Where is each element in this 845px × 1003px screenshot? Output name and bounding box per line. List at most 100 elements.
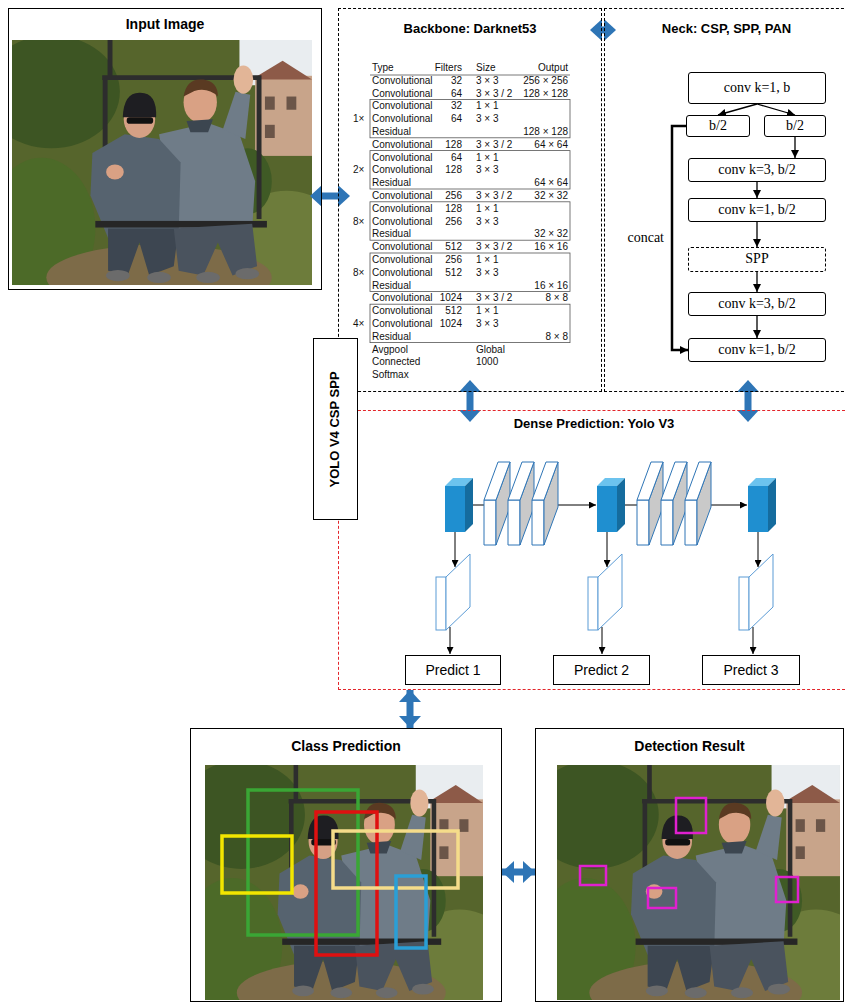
table-cell: 512 [445, 241, 462, 254]
repeat-count: 1× [353, 113, 364, 126]
table-cell: Filters [435, 62, 462, 75]
feature-map [436, 554, 470, 630]
table-cell: 256 × 256 [523, 75, 568, 88]
edge-label: concat [625, 230, 666, 246]
detection-box [776, 877, 798, 902]
table-cell: Convolutional [372, 216, 433, 229]
flow-line [758, 532, 759, 567]
table-cell: Size [476, 62, 495, 75]
neck-arrow [756, 222, 757, 247]
block-label: conv k=1, b [724, 80, 791, 96]
flow-line [450, 627, 451, 654]
table-cell: Global [476, 344, 505, 357]
class-photo [178, 760, 514, 1003]
block-label: Predict 2 [574, 662, 629, 678]
table-cell: 32 × 32 [534, 228, 568, 241]
block-label: Predict 1 [425, 662, 480, 678]
table-cell: Convolutional [372, 203, 433, 216]
table-cell: 32 [451, 75, 462, 88]
conv-block: conv k=1, b [688, 72, 826, 104]
table-cell: 1 × 1 [476, 100, 499, 113]
repeat-count: 8× [353, 216, 364, 229]
class-box [316, 812, 377, 955]
table-cell: 256 [445, 190, 462, 203]
flow-arrow [502, 869, 535, 876]
table-cell: Convolutional [372, 113, 433, 126]
table-cell: 256 [445, 216, 462, 229]
predict-box: Predict 2 [553, 655, 650, 685]
table-cell: 128 [445, 203, 462, 216]
neck-arrow [756, 182, 757, 198]
table-cell: 8 × 8 [545, 331, 568, 344]
table-cell: 16 × 16 [534, 280, 568, 293]
table-cell: Residual [372, 280, 411, 293]
table-cell: 3 × 3 / 2 [476, 241, 512, 254]
panel-title: Detection Result [536, 738, 843, 754]
table-cell: Type [372, 62, 394, 75]
conv-block: conv k=3, b/2 [688, 292, 826, 316]
table-cell: 64 [451, 113, 462, 126]
yolo-head-figure [436, 462, 776, 654]
flow-line [607, 532, 608, 567]
table-cell: 1 × 1 [476, 305, 499, 318]
conv-block: conv k=1, b/2 [688, 198, 826, 222]
flow-line [455, 532, 456, 567]
predict-box: Predict 3 [702, 655, 800, 685]
table-cell: 1024 [440, 318, 462, 331]
table-cell: 1024 [440, 292, 462, 305]
table-cell: Avgpool [372, 344, 408, 357]
residual-block [370, 253, 570, 291]
table-cell: Convolutional [372, 75, 433, 88]
flow-arrow [322, 193, 338, 200]
table-cell: 3 × 3 / 2 [476, 139, 512, 152]
class-boxes [222, 790, 458, 955]
class-box [396, 876, 426, 948]
table-cell: Convolutional [372, 190, 433, 203]
block-label: Predict 3 [723, 662, 778, 678]
block-label: conv k=3, b/2 [718, 162, 796, 178]
table-cell: 128 × 128 [523, 126, 568, 139]
block-label: b/2 [709, 118, 727, 134]
detection-box [648, 888, 676, 908]
residual-block [370, 99, 570, 137]
layer-slab [532, 462, 558, 545]
image-panel: Input Image [8, 8, 322, 290]
table-cell: 3 × 3 [476, 267, 499, 280]
table-cell: 32 × 32 [534, 190, 568, 203]
table-cell: Convolutional [372, 267, 433, 280]
table-cell: 3 × 3 [476, 164, 499, 177]
backbone-table-lines [370, 75, 570, 343]
table-cell: Convolutional [372, 305, 433, 318]
table-cell: 3 × 3 / 2 [476, 88, 512, 101]
detection-box [676, 798, 706, 833]
neck-panel: Neck: CSP, SPP, PANconv k=1, bb/2b/2conv… [604, 8, 845, 392]
block-label: conv k=1, b/2 [718, 202, 796, 218]
table-cell: 64 × 64 [534, 177, 568, 190]
table-cell: 3 × 3 [476, 75, 499, 88]
result-panel: Class Prediction [190, 728, 502, 1002]
neck-arrow [672, 126, 688, 350]
panel-title: Backbone: Darknet53 [339, 22, 601, 37]
table-cell: 128 [445, 139, 462, 152]
table-cell: Convolutional [372, 241, 433, 254]
flow-line [753, 627, 754, 654]
flow-arrow [745, 392, 752, 410]
flow-arrow [407, 690, 414, 728]
conv-block: conv k=3, b/2 [688, 158, 826, 182]
table-cell: 1 × 1 [476, 152, 499, 165]
residual-block [370, 151, 570, 189]
detection-boxes [580, 798, 798, 908]
table-cell: Residual [372, 126, 411, 139]
feature-cube [748, 478, 776, 532]
layer-slab [685, 462, 711, 545]
table-cell: 3 × 3 [476, 216, 499, 229]
block-label: SPP [745, 251, 768, 267]
panel-title: Dense Prediction: Yolo V3 [339, 417, 845, 432]
table-cell: Residual [372, 331, 411, 344]
prediction-panel: Dense Prediction: Yolo V3 Predict 1 Predic… [338, 410, 845, 690]
class-box [222, 836, 292, 893]
table-cell: 1 × 1 [476, 203, 499, 216]
block-label: conv k=1, b/2 [718, 342, 796, 358]
